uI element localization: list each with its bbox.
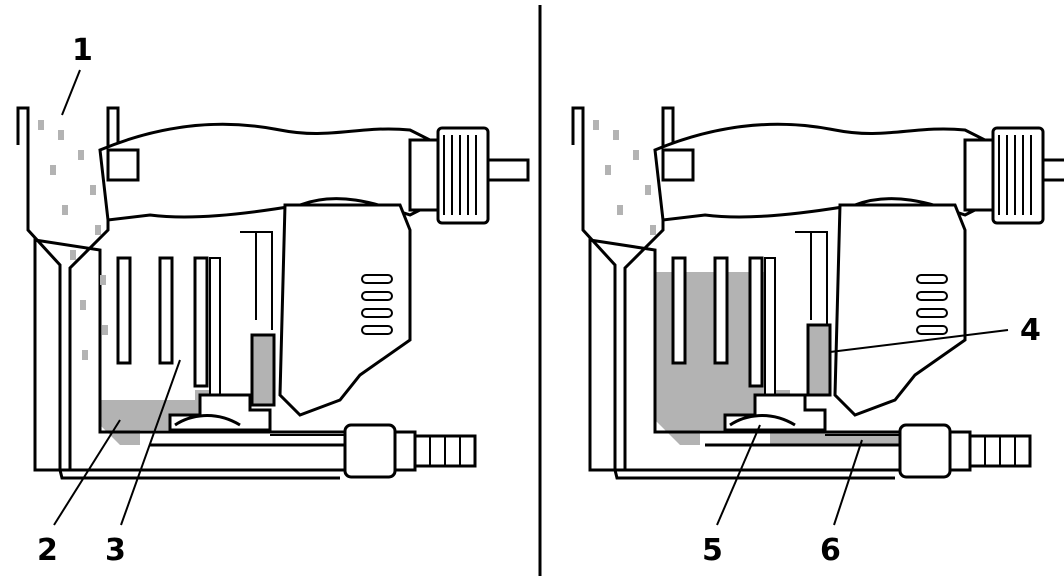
callout-2: 2 [37, 533, 58, 568]
callout-3: 3 [105, 533, 126, 568]
leader-lines [53, 69, 1009, 526]
panel-left [16, 106, 530, 480]
inlet-particles-right [593, 120, 656, 235]
callout-6: 6 [820, 533, 841, 568]
callout-5: 5 [702, 533, 723, 568]
callout-1: 1 [72, 33, 93, 68]
panel-right [571, 106, 1064, 480]
float-right [806, 323, 832, 397]
float-left [250, 333, 276, 407]
callout-4: 4 [1020, 313, 1041, 348]
inlet-particles-left [38, 120, 108, 360]
